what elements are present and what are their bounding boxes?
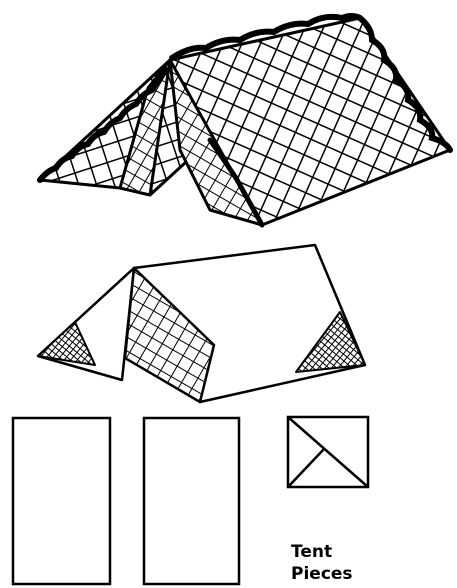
caption-line-1: Tent: [291, 541, 353, 563]
folded-tent-figure: [38, 245, 365, 402]
tent-piece-rectangle-1: [13, 418, 110, 584]
tent-piece-rectangle-2: [144, 418, 239, 584]
finished-tent-figure: [40, 16, 450, 225]
tent-piece-square-flap: [288, 417, 368, 487]
caption-line-2: Pieces: [291, 563, 353, 585]
tent-pieces-caption: Tent Pieces: [291, 541, 353, 585]
